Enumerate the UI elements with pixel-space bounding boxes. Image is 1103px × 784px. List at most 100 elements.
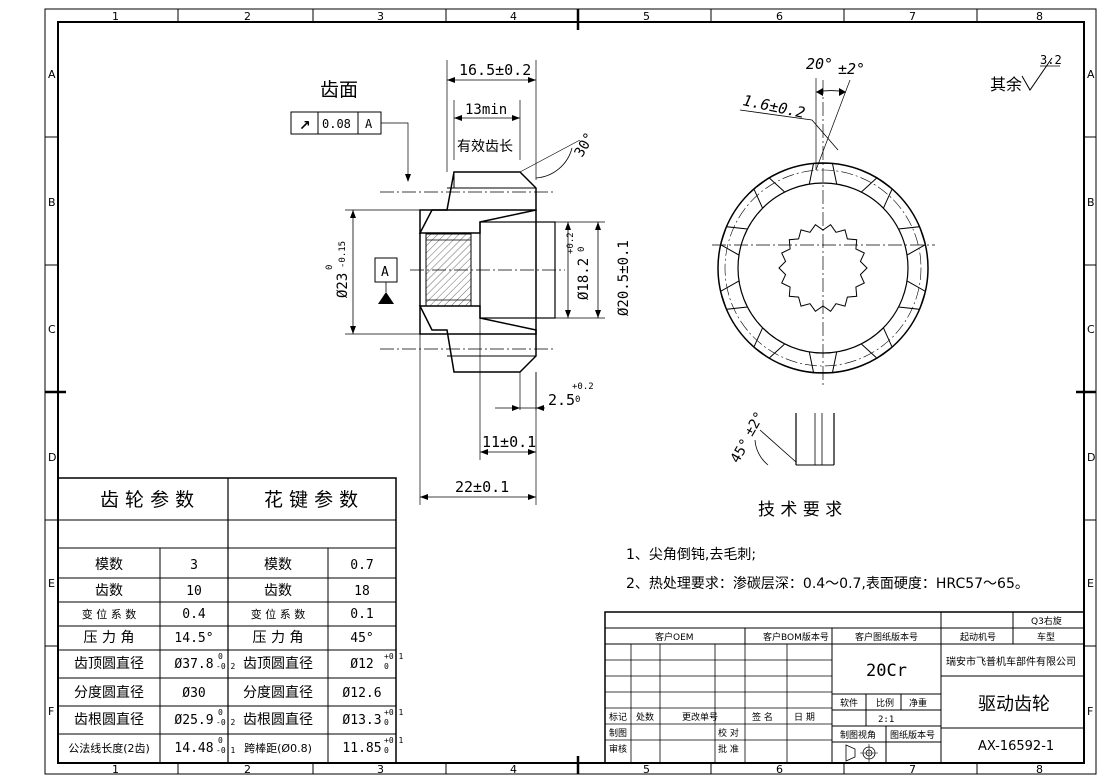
- tech-requirements: 技 术 要 求 1、尖角倒钝,去毛刺; 2、热处理要求：渗碳层深：0.4～0.7…: [626, 500, 1029, 592]
- change-no-label: 更改单号: [682, 711, 718, 723]
- runout-value: 0.08: [322, 117, 351, 131]
- col-number: 5: [643, 10, 650, 23]
- dia-outer-lower: -0.15: [338, 241, 348, 268]
- spline-tol-upper: +0.1: [384, 652, 403, 661]
- gear-tooth: [720, 226, 748, 256]
- dim-2-5-upper: +0.2: [572, 382, 594, 392]
- gear-tol-upper: 0: [218, 736, 223, 745]
- row-letter: A: [48, 68, 56, 81]
- param-table: [57, 477, 397, 764]
- spline-param-label: 齿根圆直径: [243, 711, 313, 728]
- gear-param-value: Ø30: [182, 686, 205, 701]
- scale-value: 2:1: [878, 715, 894, 725]
- dim-1-6: 1.6±0.2: [741, 91, 807, 122]
- col-number: 4: [510, 763, 517, 776]
- spline-param-label: 齿顶圆直径: [243, 655, 313, 672]
- spline-param-label: 变 位 系 数: [251, 607, 306, 621]
- dim-11: 11±0.1: [482, 433, 536, 451]
- surface-rest: 其余: [990, 75, 1022, 94]
- gear-tooth: [898, 226, 926, 256]
- dia-hub: Ø20.5±0.1: [616, 240, 632, 316]
- customer-oem-label: 客户OEM: [655, 631, 694, 643]
- col-number: 2: [244, 763, 251, 776]
- gear-tol-upper: 0: [218, 708, 223, 717]
- gear-tooth: [753, 177, 786, 209]
- gear-param-label: 变 位 系 数: [82, 607, 137, 621]
- gear-tol-lower: -0.2: [216, 662, 235, 671]
- col-number: 3: [377, 10, 384, 23]
- section-view-labels: 齿面 ↗ 0.08 A 16.5±0.2 13min 有效齿长 30° Ø23 …: [299, 61, 632, 496]
- spline-param-value: Ø13.3: [342, 713, 381, 728]
- spline-tol-lower: 0: [384, 746, 389, 755]
- spline-param-value: 11.85: [342, 741, 381, 756]
- col-number: 7: [909, 10, 916, 23]
- tooth-face-label: 齿面: [320, 79, 358, 101]
- gear-params-title: 齿 轮 参 数: [100, 489, 194, 511]
- gear-tooth: [808, 351, 838, 374]
- column-numbers-bottom: 1 2 3 4 5 6 7 8: [112, 763, 1043, 776]
- spline-tol-upper: +0.1: [384, 708, 403, 717]
- angle-30: 30°: [572, 130, 599, 160]
- spline-param-label: 压 力 角: [253, 630, 304, 646]
- gear-param-label: 公法线长度(2齿): [68, 741, 150, 755]
- gear-param-label: 分度圆直径: [74, 684, 144, 701]
- mark-label: 标记: [609, 711, 627, 723]
- gear-tol-lower: -0.2: [216, 718, 235, 727]
- spline-param-value: 0.7: [350, 558, 373, 573]
- datum-label: A: [381, 265, 389, 280]
- col-number: 8: [1036, 10, 1043, 23]
- net-weight-label: 净重: [909, 697, 927, 709]
- gear-param-label: 齿顶圆直径: [74, 655, 144, 672]
- sign-label: 签 名: [752, 711, 773, 723]
- col-number: 8: [1036, 763, 1043, 776]
- gear-param-label: 齿根圆直径: [74, 711, 144, 728]
- spline-param-value: Ø12: [350, 657, 373, 672]
- q3-label: Q3右旋: [1031, 615, 1062, 627]
- col-number: 3: [377, 763, 384, 776]
- spline-param-value: 0.1: [350, 607, 373, 622]
- gear-front-view: [712, 78, 935, 385]
- spline-param-label: 分度圆直径: [243, 684, 313, 701]
- chamfer-labels: 45° ±2°: [728, 409, 769, 466]
- spline-param-label: 跨棒距(Ø0.8): [244, 741, 312, 755]
- date-label: 日 期: [794, 712, 815, 723]
- company-name: 瑞安市飞普机车部件有限公司: [946, 655, 1076, 668]
- drawing-number: AX-16592-1: [978, 739, 1054, 754]
- row-letter: A: [1087, 68, 1095, 81]
- col-number: 6: [776, 10, 783, 23]
- part-name: 驱动齿轮: [978, 694, 1050, 715]
- col-number: 1: [112, 10, 119, 23]
- gear-param-label: 齿数: [95, 583, 123, 599]
- angle-45: 45°: [728, 436, 755, 466]
- view-label: 制图视角: [840, 729, 876, 741]
- drawing-version-label: 图纸版本号: [890, 729, 935, 741]
- title-block: [604, 611, 1085, 764]
- gear-tooth: [808, 162, 838, 185]
- angle-45-tol: ±2°: [742, 409, 769, 439]
- vehicle-label: 车型: [1037, 631, 1055, 643]
- gear-param-label: 模数: [95, 557, 123, 573]
- dim-2-5-lower: 0: [575, 395, 580, 405]
- row-letters: A B C D E F A B C D E F: [48, 68, 1095, 718]
- dim-width: 16.5±0.2: [459, 61, 531, 79]
- gear-tooth: [860, 327, 893, 359]
- material: 20Cr: [866, 661, 907, 681]
- count-label: 处数: [636, 711, 654, 723]
- row-letter: D: [1087, 451, 1095, 464]
- col-number: 5: [643, 763, 650, 776]
- col-number: 4: [510, 10, 517, 23]
- row-letter: C: [1087, 323, 1095, 336]
- gear-teeth: [720, 162, 926, 374]
- approve-label: 批 准: [718, 743, 739, 755]
- review-label: 审核: [609, 743, 627, 755]
- gear-tol-lower: -0.1: [216, 746, 235, 755]
- tech-req-line2: 2、热处理要求：渗碳层深：0.4～0.7,表面硬度：HRC57～65。: [626, 576, 1029, 592]
- surface-roughness: 其余 3.2: [990, 53, 1062, 94]
- gear-tooth: [720, 280, 748, 310]
- spline-params-title: 花 键 参 数: [264, 489, 358, 511]
- starter-label: 起动机号: [960, 631, 996, 643]
- spline-tol-upper: +0.1: [384, 736, 403, 745]
- dia-bore-upper: +0.2: [566, 232, 576, 254]
- row-letter: F: [1087, 705, 1093, 718]
- sheet-border: [44, 8, 1097, 775]
